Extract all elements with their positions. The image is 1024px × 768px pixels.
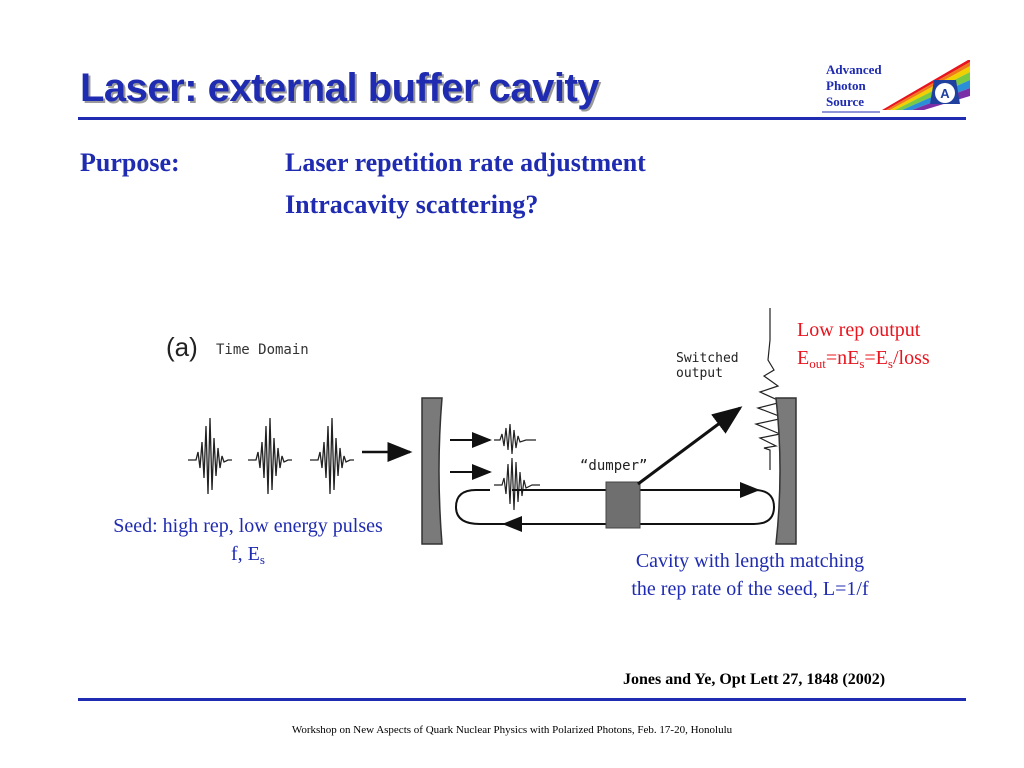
- slide-title: Laser: external buffer cavity: [80, 66, 600, 110]
- eq-e: E: [797, 347, 810, 369]
- aps-logo: Advanced Photon Source A: [820, 60, 970, 116]
- dumper-label: “dumper”: [580, 458, 647, 474]
- low-rep-annotation: Low rep output Eout=nEs=Es/loss: [797, 316, 930, 372]
- seed-pulse-2: [248, 417, 292, 495]
- purpose-item-1: Laser repetition rate adjustment: [285, 148, 646, 177]
- seed-pulses: [188, 417, 354, 495]
- logo-line-2: Photon: [826, 78, 866, 93]
- eq-mid: =nE: [825, 347, 860, 369]
- switched-output-arrow: [637, 406, 743, 486]
- low-rep-line1: Low rep output: [797, 319, 921, 341]
- logo-line-3: Source: [826, 94, 865, 109]
- input-mirror: [421, 397, 443, 545]
- eq-tail: /loss: [892, 347, 930, 369]
- seed-line1: Seed: high rep, low energy pulses: [113, 515, 383, 537]
- panel-title: Time Domain: [216, 342, 309, 358]
- reference-citation: Jones and Ye, Opt Lett 27, 1848 (2002): [623, 671, 886, 688]
- seed-line2: f, Es: [76, 540, 420, 568]
- footer-text: Workshop on New Aspects of Quark Nuclear…: [291, 724, 733, 736]
- low-rep-line2: Eout=nEs=Es/loss: [797, 344, 930, 372]
- svg-text:A: A: [940, 86, 950, 101]
- cavity-annotation: Cavity with length matching the rep rate…: [590, 547, 910, 603]
- switched-label-line2: output: [676, 366, 723, 381]
- cavity-line2: the rep rate of the seed, L=1/f: [631, 578, 869, 600]
- purpose-item-2: Intracavity scattering?: [285, 190, 539, 219]
- footer-divider: [78, 698, 966, 701]
- seed-pulse-3: [310, 417, 354, 495]
- dumper-block: [605, 481, 641, 529]
- eq-s-sub2: s: [887, 356, 893, 371]
- panel-label: (a): [166, 332, 198, 362]
- intracavity-pulse-small: [494, 423, 536, 455]
- output-mirror: [775, 397, 797, 545]
- eq-s-sub: s: [859, 356, 865, 371]
- eq-mid2: =E: [864, 347, 888, 369]
- seed-annotation: Seed: high rep, low energy pulses f, Es: [76, 512, 420, 568]
- seed-line2-sub: s: [259, 552, 265, 567]
- cavity-line1: Cavity with length matching: [635, 550, 865, 572]
- rainbow-logo-icon: A: [822, 60, 970, 113]
- title-divider: [78, 117, 966, 120]
- switched-label-line1: Switched: [676, 351, 739, 366]
- cavity-diagram: (a) Time Domain “dumper” Switched output: [166, 308, 797, 545]
- purpose-label: Purpose:: [80, 148, 180, 177]
- seed-line2-prefix: f, E: [231, 543, 260, 565]
- eq-out-sub: out: [809, 356, 826, 371]
- intracavity-pulse-large: [494, 457, 540, 511]
- logo-line-1: Advanced: [826, 62, 882, 77]
- logo-text: Advanced Photon Source: [826, 62, 882, 110]
- seed-pulse-1: [188, 417, 232, 495]
- output-pulse: [753, 308, 787, 470]
